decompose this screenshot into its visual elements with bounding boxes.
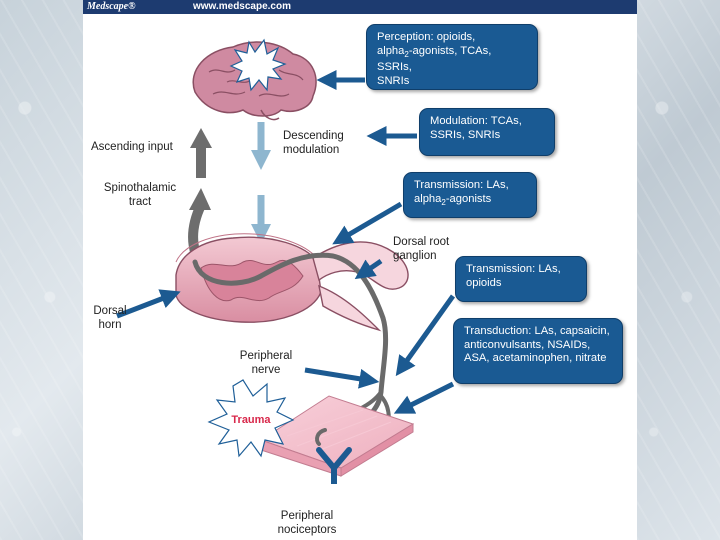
spinal-cord-icon [175,233,322,323]
ascending-arrowhead [190,128,212,148]
skin-tissue-block [259,395,415,477]
box-modulation: Modulation: TCAs, SSRIs, SNRIs [419,108,555,156]
box-transmission-las-alpha: Transmission: LAs, alpha2-agonists [403,172,537,218]
pain-pathway-diagram [116,38,456,484]
arrow-transduction [393,381,455,414]
medscape-logo: Medscape® [87,1,136,12]
box-perception: Perception: opioids, alpha2-agonists, TC… [366,24,538,90]
trauma-burst-icon [207,379,295,458]
box-transmission-las-opioids: Transmission: LAs, opioids [455,256,587,302]
arrow-transmission-nerve [395,294,456,377]
background-texture-right [637,0,720,540]
label-ascending-input: Ascending input [91,141,173,153]
arrow-transmission-root [332,201,403,245]
arrow-dorsal-root-ganglion [354,258,383,280]
spinothalamic-arrowhead [189,188,211,210]
descending-arrowhead-upper [251,150,271,170]
pain-label: Pain [248,60,272,72]
trauma-label: Trauma [231,414,271,426]
descending-arrowhead-lower [251,224,271,244]
header-url[interactable]: www.medscape.com [193,1,291,12]
arrow-dorsal-horn [116,289,181,319]
box-transduction: Transduction: LAs, capsaicin, anticonvul… [453,318,623,384]
background-texture-left [0,0,83,540]
pain-burst-icon [229,38,287,92]
nociceptor-y-arrow [316,447,352,484]
slide: Medscape® www.medscape.com [83,0,637,540]
nerve-ending [315,428,327,446]
arrow-peripheral-nerve [304,367,380,389]
header-bar: Medscape® www.medscape.com [83,0,637,14]
